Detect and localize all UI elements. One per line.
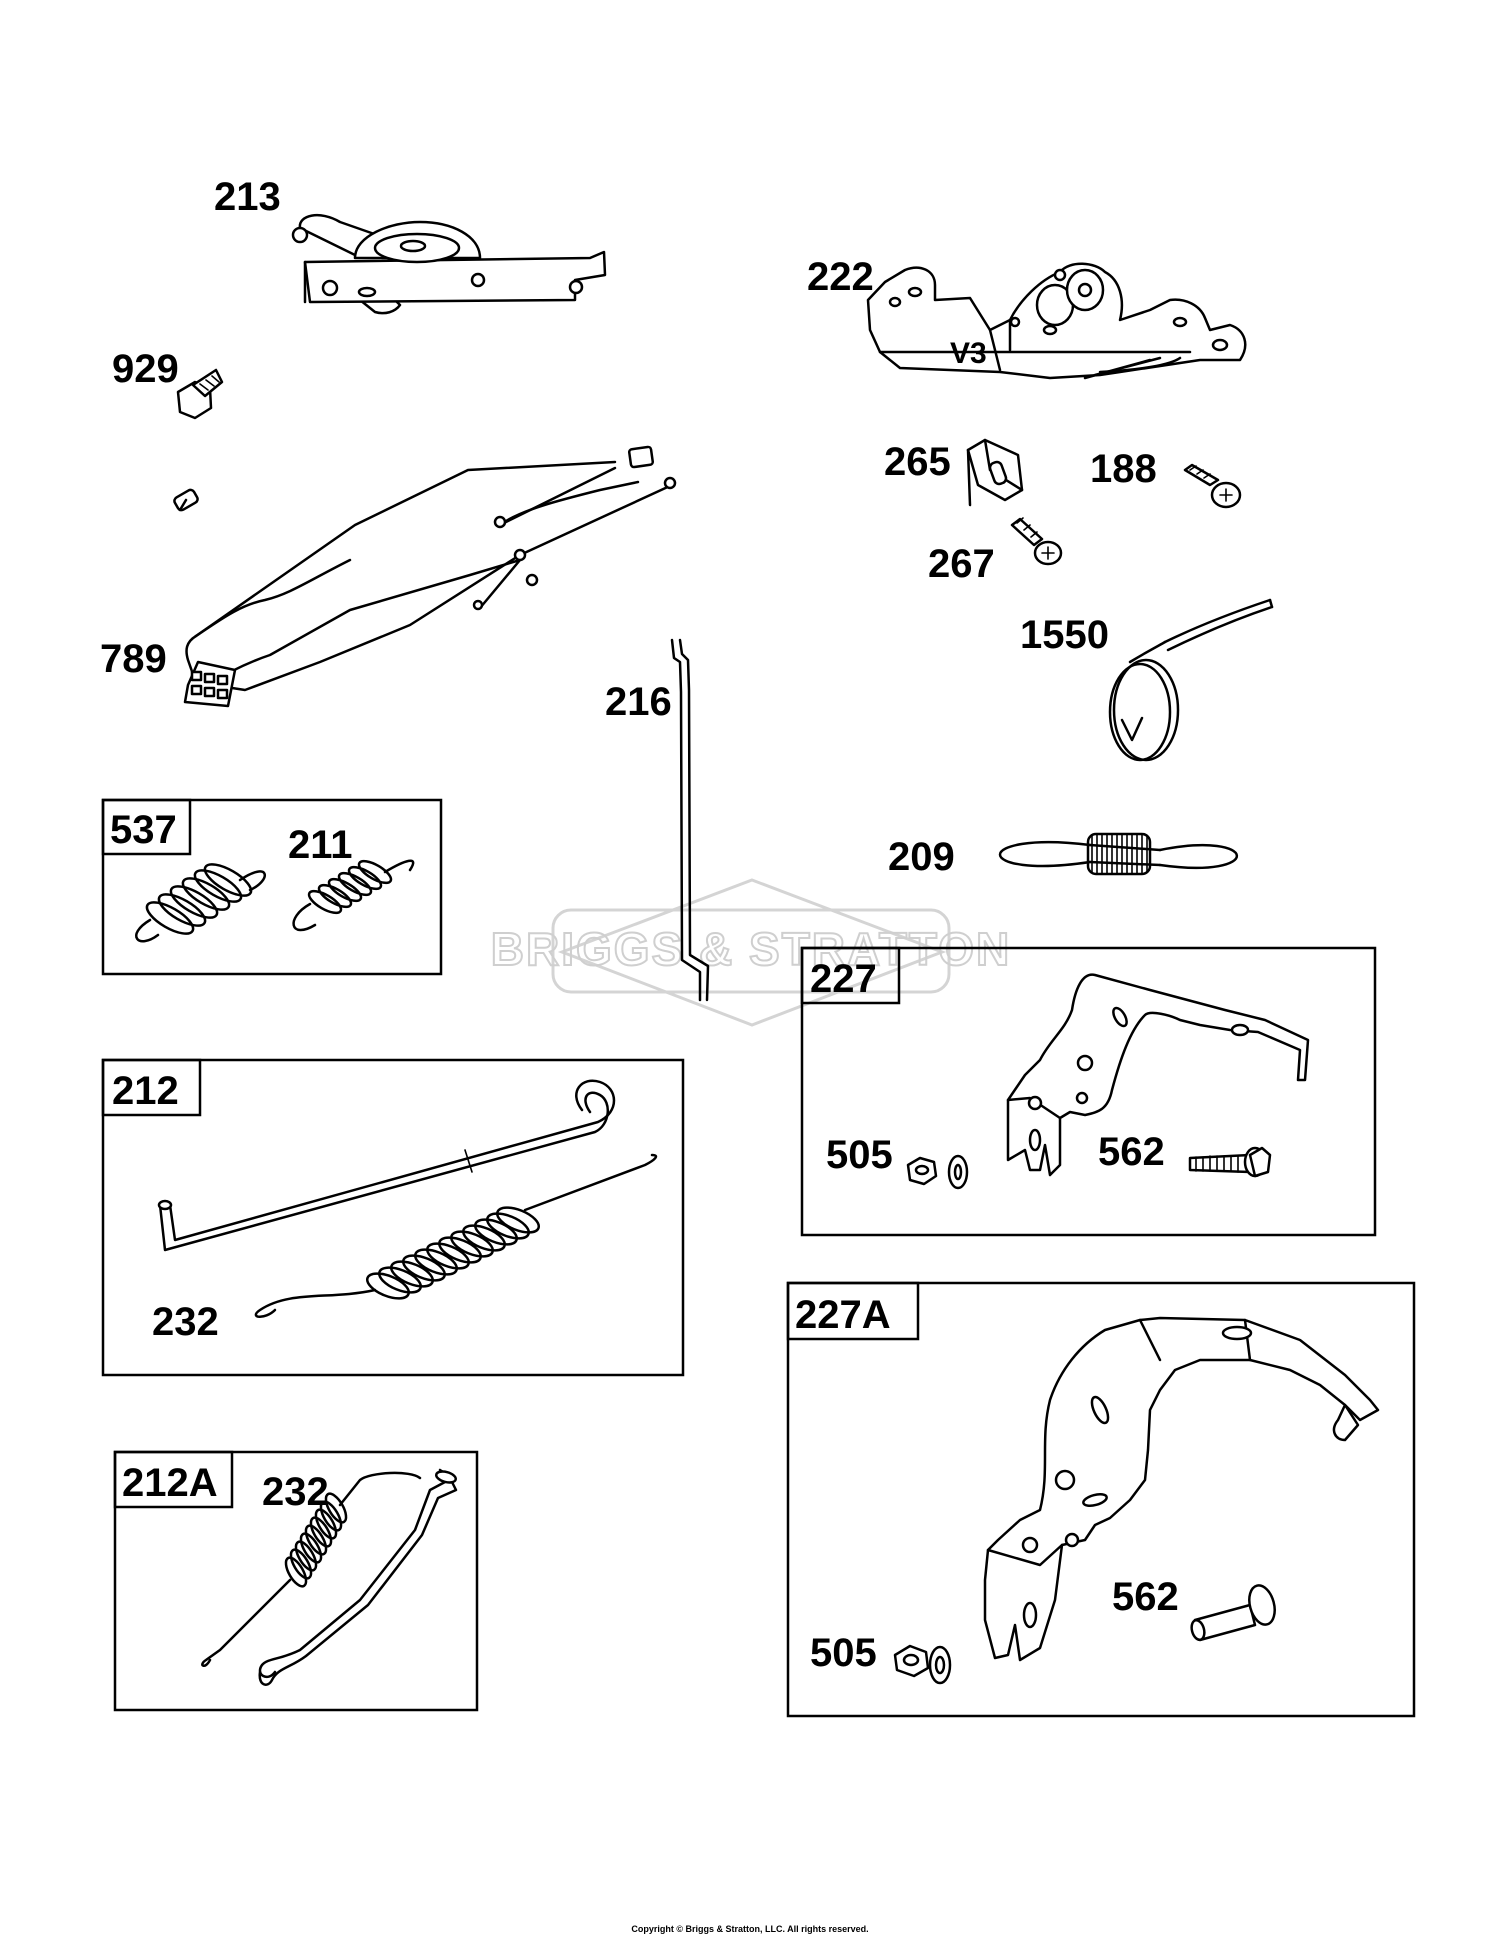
label-227a: 227A [795,1293,891,1337]
label-188: 188 [1090,447,1157,491]
label-227: 227 [810,957,877,1001]
part-222-control-bracket [866,262,1247,380]
part-211-spring [292,859,415,932]
part-505-nut-a [906,1154,969,1190]
kit-212-box: 212 [101,1058,685,1377]
part-188-screw [1183,463,1242,509]
label-265: 265 [884,440,951,484]
label-505-b: 505 [810,1631,877,1675]
kit-227-box: 227 [800,946,1377,1237]
label-v3: V3 [950,337,987,370]
part-562-bolt-a [1188,1146,1272,1178]
label-222: 222 [807,255,874,299]
label-537: 537 [110,808,177,852]
part-505-nut-b [893,1644,952,1685]
label-209: 209 [888,835,955,879]
part-212a-rod [258,1468,458,1686]
part-537-spring [135,863,267,943]
label-1550: 1550 [1020,613,1109,657]
brand-watermark: BRIGGS & STRATTON [490,878,1010,1027]
copyright-notice: Copyright © Briggs & Stratton, LLC. All … [631,1924,869,1934]
kit-227a-box: 227A [786,1281,1416,1718]
label-562-a: 562 [1098,1130,1165,1174]
label-505-a: 505 [826,1133,893,1177]
label-232-b: 232 [262,1470,329,1514]
part-789-wire-harness [173,445,677,708]
label-211: 211 [288,823,353,867]
part-562-bolt-b [1190,1584,1276,1642]
part-929-bolt [176,368,224,420]
part-227-bracket [1006,973,1310,1177]
part-267-screw [1010,517,1063,566]
label-216: 216 [605,680,672,724]
part-216-rod [670,638,710,1002]
part-209-extension-spring [998,832,1238,876]
label-929: 929 [112,347,179,391]
kit-537-box: 537 [101,798,443,976]
part-213-idler-bracket [291,213,607,315]
part-212-rod [157,1079,616,1252]
part-265-clip [966,438,1024,507]
part-227a-bracket [983,1316,1380,1662]
label-267: 267 [928,542,995,586]
kit-212a-box: 212A [113,1450,479,1712]
label-212a: 212A [122,1461,218,1505]
part-1550-torsion-spring [1108,598,1274,762]
label-213: 213 [214,175,281,219]
label-562-b: 562 [1112,1575,1179,1619]
part-232-spring-b [201,1471,422,1667]
label-232-a: 232 [152,1300,219,1344]
part-232-spring-a [254,1153,658,1318]
label-789: 789 [100,637,167,681]
label-212: 212 [112,1069,179,1113]
